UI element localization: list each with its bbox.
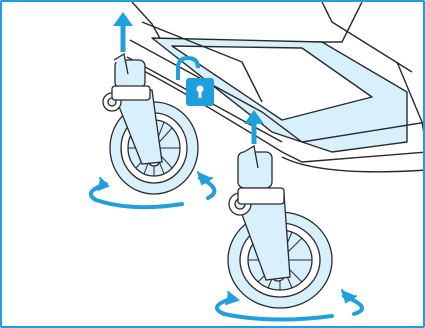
front-swivel-wheel (228, 146, 332, 308)
up-arrow-icon (113, 12, 133, 52)
